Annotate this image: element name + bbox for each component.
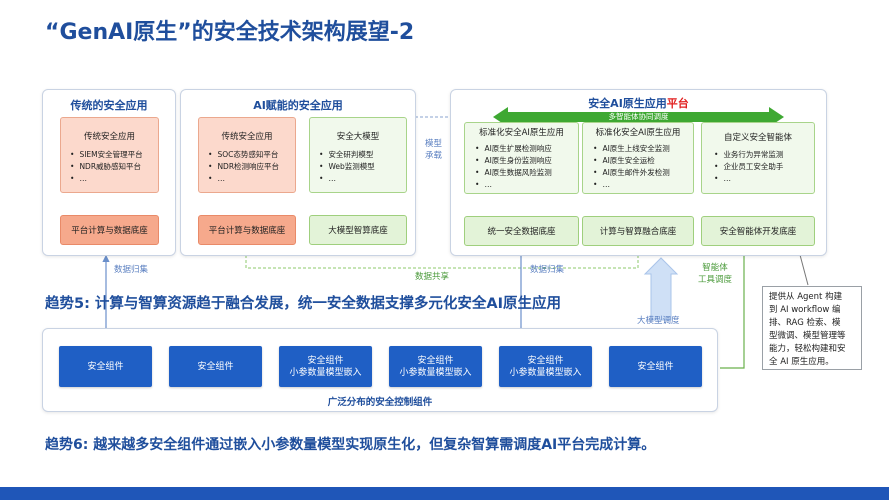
llm-dispatch-note: 大模型调度 <box>637 316 680 326</box>
page-title: “GenAI原生”的安全技术架构展望-2 <box>45 20 415 45</box>
chip-line1: 安全组件 <box>197 361 234 372</box>
agent-tool-note-line1: 智能体 <box>702 263 728 273</box>
list-item: AI原生数据风险监测 <box>475 167 551 179</box>
agent-dev-base: 安全智能体开发底座 <box>701 216 815 246</box>
agent-tool-note-line2: 工具调度 <box>698 275 733 285</box>
callout-line: 型微调、模型管理等 <box>769 331 846 341</box>
list-item: Web监测模型 <box>319 161 374 173</box>
list-item: SOC态势感知平台 <box>208 149 279 161</box>
model-carry-note: 模型承载 <box>425 139 443 161</box>
security-components-label: 广泛分布的安全控制组件 <box>327 397 433 408</box>
list-item: NDR威胁感知平台 <box>70 161 143 173</box>
ai-trad-app-title: 传统安全应用 <box>221 132 273 142</box>
security-component-chip: 安全组件 <box>59 346 152 387</box>
llm-dispatch-arrow <box>643 257 679 321</box>
chip-line1: 安全组件 <box>637 361 674 372</box>
multi-agent-label: 多智能体协同调度 <box>608 112 669 121</box>
list-item: NDR检测响应平台 <box>208 161 279 173</box>
chip-line1: 安全组件 <box>307 355 344 366</box>
traditional-app-box: 传统安全应用 SIEM安全管理平台 NDR威胁感知平台 … <box>60 117 159 193</box>
callout-line: 到 AI workflow 编 <box>769 305 841 315</box>
security-llm-list: 安全研判模型 Web监测模型 … <box>319 149 375 185</box>
list-item: AI原生上线安全监测 <box>593 143 669 155</box>
agent-platform-callout: 提供从 Agent 构建 到 AI workflow 编 排、RAG 检索、模 … <box>762 286 862 370</box>
data-collect-left-note: 数据归集 <box>114 265 149 275</box>
trend6-text: 趋势6: 越来越多安全组件通过嵌入小参数量模型实现原生化，但复杂智算需调度AI平… <box>45 437 656 453</box>
panel-ai-empowered-title: AI赋能的安全应用 <box>253 99 343 112</box>
list-item: 业务行为异常监测 <box>714 149 783 161</box>
custom-agent-box: 自定义安全智能体 业务行为异常监测 企业员工安全助手 … <box>701 122 815 194</box>
list-item: … <box>593 179 670 191</box>
chip-line1: 安全组件 <box>87 361 124 372</box>
panel-ai-native-title-main: 安全AI原生应用 <box>588 97 667 110</box>
list-item: AI原生扩展检测响应 <box>475 143 551 155</box>
std-native-app-1-title: 标准化安全AI原生应用 <box>479 128 564 138</box>
traditional-base: 平台计算与数据底座 <box>60 215 159 245</box>
list-item: AI原生安全运检 <box>593 155 670 167</box>
security-llm-box: 安全大模型 安全研判模型 Web监测模型 … <box>309 117 407 193</box>
list-item: 安全研判模型 <box>319 149 375 161</box>
panel-traditional-title: 传统的安全应用 <box>70 99 148 112</box>
list-item: AI原生身份监测响应 <box>475 155 551 167</box>
list-item: 企业员工安全助手 <box>714 161 783 173</box>
ai-trad-app-box: 传统安全应用 SOC态势感知平台 NDR检测响应平台 … <box>198 117 296 193</box>
security-llm-title: 安全大模型 <box>336 132 380 142</box>
callout-line: 提供从 Agent 构建 <box>769 292 843 302</box>
data-share-note: 数据共享 <box>415 272 450 282</box>
chip-line1: 安全组件 <box>417 355 454 366</box>
traditional-app-title: 传统安全应用 <box>83 132 135 142</box>
custom-agent-title: 自定义安全智能体 <box>723 133 792 143</box>
security-component-chip: 安全组件 <box>169 346 262 387</box>
security-component-chip-embedded: 安全组件小参数量模型嵌入 <box>499 346 592 387</box>
panel-security-components: 安全组件 安全组件 安全组件小参数量模型嵌入 安全组件小参数量模型嵌入 安全组件… <box>42 328 718 412</box>
list-item: … <box>319 173 375 185</box>
trend5-text: 趋势5: 计算与智算资源趋于融合发展，统一安全数据支撑多元化安全AI原生应用 <box>45 296 562 312</box>
chip-line2: 小参数量模型嵌入 <box>399 367 472 378</box>
callout-line: 排、RAG 检索、模 <box>769 318 841 328</box>
traditional-app-list: SIEM安全管理平台 NDR威胁感知平台 … <box>70 149 143 185</box>
security-component-chip-embedded: 安全组件小参数量模型嵌入 <box>389 346 482 387</box>
panel-ai-native-title: 安全AI原生应用平台 <box>451 95 826 111</box>
list-item: … <box>70 173 143 185</box>
std-native-app-1: 标准化安全AI原生应用 AI原生扩展检测响应 AI原生身份监测响应 AI原生数据… <box>464 122 579 194</box>
callout-line: 全 AI 原生应用。 <box>769 357 834 367</box>
panel-traditional: 传统的安全应用 传统安全应用 SIEM安全管理平台 NDR威胁感知平台 … 平台… <box>42 89 176 256</box>
security-component-chip: 安全组件 <box>609 346 702 387</box>
unified-data-base: 统一安全数据底座 <box>464 216 579 246</box>
ai-trad-app-list: SOC态势感知平台 NDR检测响应平台 … <box>208 149 279 185</box>
compute-fusion-base: 计算与智算融合底座 <box>582 216 694 246</box>
std-native-app-1-list: AI原生扩展检测响应 AI原生身份监测响应 AI原生数据风险监测 … <box>475 143 552 191</box>
callout-line: 能力，轻松构建和安 <box>769 344 846 354</box>
agent-tool-note: 智能体 工具调度 <box>698 262 732 286</box>
std-native-app-2: 标准化安全AI原生应用 AI原生上线安全监测 AI原生安全运检 AI原生邮件外发… <box>582 122 694 194</box>
list-item: SIEM安全管理平台 <box>70 149 142 161</box>
panel-ai-native-title-accent: 平台 <box>666 97 689 110</box>
footer-bar <box>0 487 889 500</box>
list-item: … <box>714 173 783 185</box>
panel-ai-native-platform: 安全AI原生应用平台 多智能体协同调度 标准化安全AI原生应用 AI原生扩展检测… <box>450 89 827 256</box>
chip-line2: 小参数量模型嵌入 <box>509 367 582 378</box>
list-item: … <box>475 179 552 191</box>
list-item: … <box>208 173 279 185</box>
panel-ai-empowered: AI赋能的安全应用 传统安全应用 SOC态势感知平台 NDR检测响应平台 … 安… <box>180 89 416 256</box>
security-component-chip-embedded: 安全组件小参数量模型嵌入 <box>279 346 372 387</box>
custom-agent-list: 业务行为异常监测 企业员工安全助手 … <box>714 149 783 185</box>
ai-trad-base: 平台计算与数据底座 <box>198 215 296 245</box>
chip-line1: 安全组件 <box>527 355 564 366</box>
llm-compute-base: 大模型智算底座 <box>309 215 407 245</box>
chip-line2: 小参数量模型嵌入 <box>289 367 362 378</box>
std-native-app-2-title: 标准化安全AI原生应用 <box>595 128 681 138</box>
list-item: AI原生邮件外发检测 <box>593 167 669 179</box>
agent-tool-line <box>720 246 748 369</box>
data-collect-right-note: 数据归集 <box>530 265 565 275</box>
std-native-app-2-list: AI原生上线安全监测 AI原生安全运检 AI原生邮件外发检测 … <box>593 143 670 191</box>
